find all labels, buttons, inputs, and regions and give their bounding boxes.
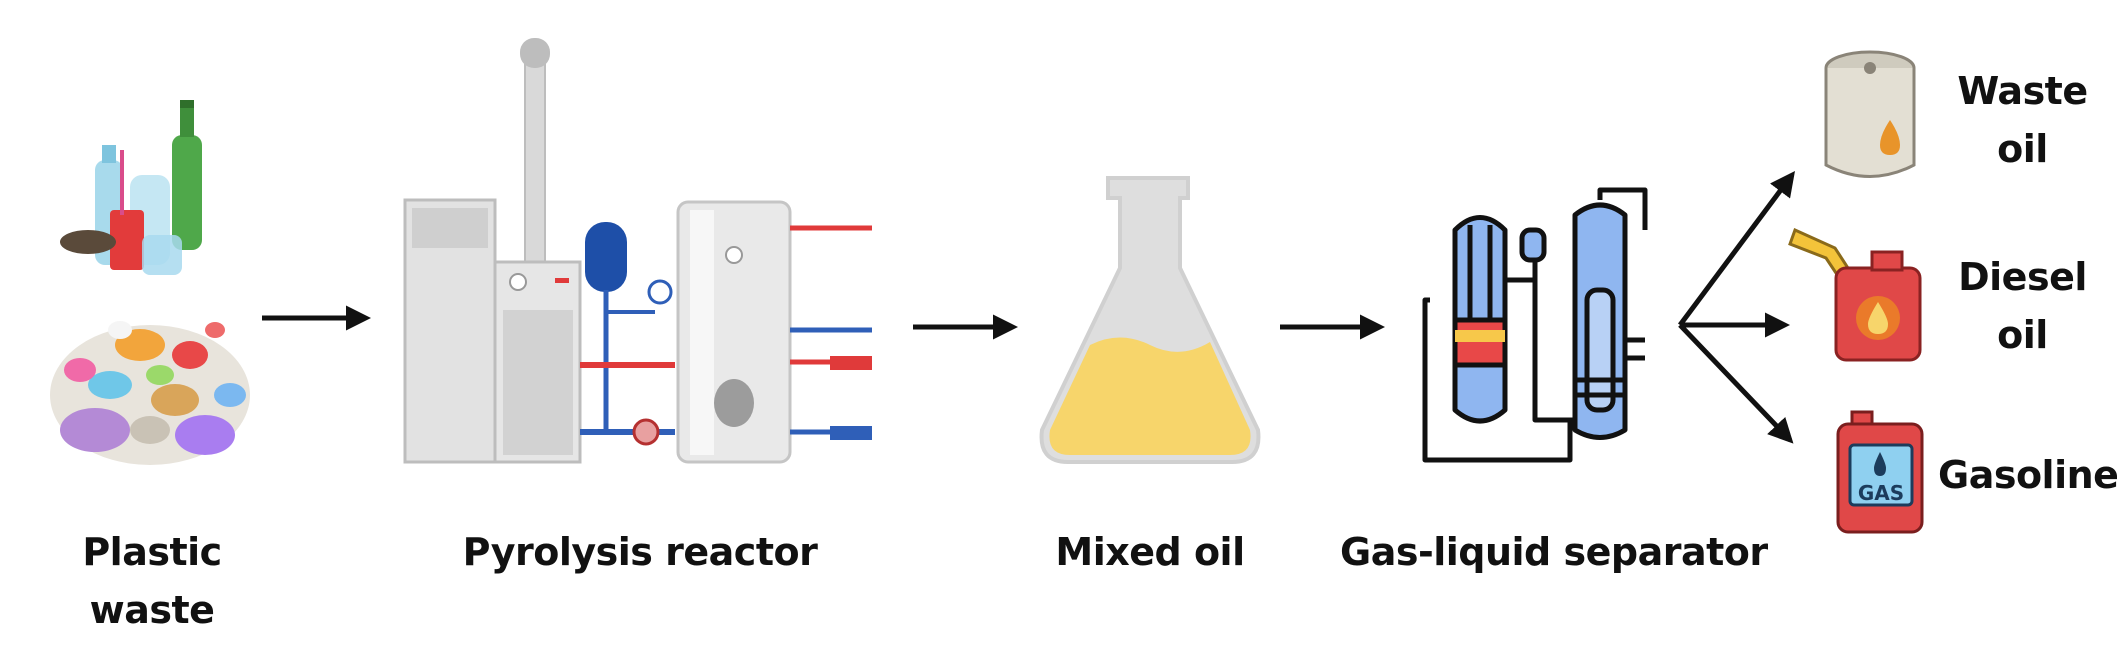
output-arrows xyxy=(1677,170,1795,444)
label-waste-oil-line2: oil xyxy=(1997,127,2048,171)
label-gasoline-line1: Gasoline xyxy=(1938,453,2117,497)
label-diesel-oil-line2: oil xyxy=(1997,313,2048,357)
arrow-to-waste-oil xyxy=(1677,170,1795,327)
label-pyrolysis-reactor: Pyrolysis reactor xyxy=(460,523,820,581)
label-waste-oil: Waste oil xyxy=(1950,62,2095,178)
oil-drum-icon xyxy=(1824,50,1916,178)
pyrolysis-reactor-icon xyxy=(403,38,872,464)
gas-canister-icon: GAS xyxy=(1836,410,1924,534)
plastic-waste-icon xyxy=(50,100,250,465)
label-plastic-waste-line1: Plastic xyxy=(82,530,222,574)
label-plastic-waste: Plastic waste xyxy=(62,523,242,639)
arrow-to-gasoline xyxy=(1678,323,1794,444)
plastic-bottles-icon xyxy=(60,100,202,275)
plastic-pile-icon xyxy=(50,321,250,465)
label-plastic-waste-line2: waste xyxy=(89,588,215,632)
label-gas-liquid-separator-line1: Gas-liquid separator xyxy=(1340,530,1768,574)
flask-icon xyxy=(1039,176,1261,464)
label-waste-oil-line1: Waste xyxy=(1957,69,2088,113)
label-mixed-oil-line1: Mixed oil xyxy=(1055,530,1245,574)
label-gas-liquid-separator: Gas-liquid separator xyxy=(1340,523,1768,581)
fuel-can-icon xyxy=(1788,227,1922,362)
gas-canister-text: GAS xyxy=(1858,481,1904,505)
label-pyrolysis-reactor-line1: Pyrolysis reactor xyxy=(462,530,818,574)
label-gasoline: Gasoline xyxy=(1938,446,2117,504)
label-mixed-oil: Mixed oil xyxy=(1045,523,1255,581)
separator-icon xyxy=(1422,187,1648,463)
label-diesel-oil-line1: Diesel xyxy=(1958,255,2087,299)
label-diesel-oil: Diesel oil xyxy=(1950,248,2095,364)
